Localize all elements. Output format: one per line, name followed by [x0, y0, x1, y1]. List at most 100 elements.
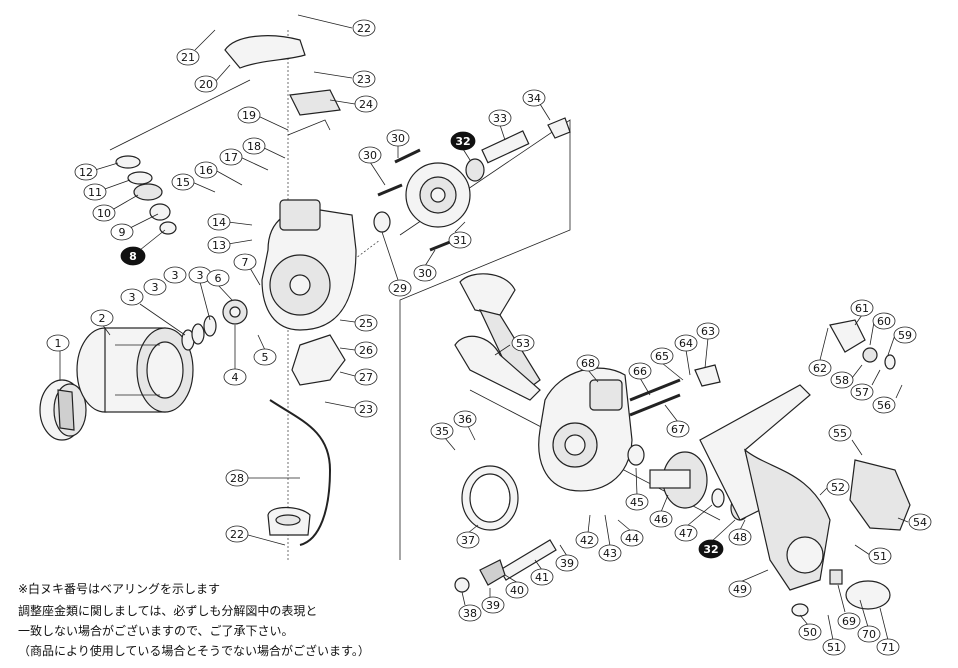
- callout-num: 5: [262, 351, 269, 364]
- callout-label: 64: [674, 334, 698, 376]
- callout-label: 60: [869, 312, 896, 346]
- callout-num: 24: [359, 98, 373, 111]
- callout-num: 50: [803, 626, 817, 639]
- callout-label: 23: [313, 70, 376, 88]
- callout-num: 32: [455, 135, 470, 148]
- callout-label: 10: [92, 194, 139, 222]
- callout-num: 25: [359, 317, 373, 330]
- bail-wire-part: [267, 399, 332, 546]
- callout-label: 30: [358, 146, 386, 186]
- callout-label: 22: [225, 525, 286, 546]
- callout-label: 52: [819, 478, 850, 496]
- callout-num: 18: [247, 140, 261, 153]
- callout-num: 3: [129, 291, 136, 304]
- callout-num: 68: [581, 357, 595, 370]
- callout-label: 59: [887, 326, 917, 356]
- callout-num: 60: [877, 315, 891, 328]
- callout-num: 26: [359, 344, 373, 357]
- callout-num: 35: [435, 425, 449, 438]
- callout-num: 51: [827, 641, 841, 654]
- callout-label: 44: [617, 519, 644, 547]
- assembly-guide-lines: [109, 30, 721, 560]
- callout-num: 14: [212, 216, 226, 229]
- callout-num: 20: [199, 78, 213, 91]
- callout-label: 21: [176, 29, 216, 66]
- callout-num: 16: [199, 164, 213, 177]
- callouts: 1 2 3 3 3 3 4 5 6 7 8 9 10 11 12 13 14 1…: [46, 14, 932, 656]
- callout-num: 65: [655, 350, 669, 363]
- callout-num: 31: [453, 234, 467, 247]
- callout-num: 62: [813, 362, 827, 375]
- callout-label: 1: [46, 334, 70, 380]
- callout-label: 65: [650, 347, 684, 381]
- callout-num: 49: [733, 583, 747, 596]
- callout-label: 36: [453, 410, 477, 441]
- callout-num: 64: [679, 337, 693, 350]
- callout-label: 53: [494, 334, 535, 356]
- callout-num: 22: [357, 22, 371, 35]
- callout-label: 45: [625, 467, 649, 511]
- callout-label: 5: [253, 334, 277, 366]
- callout-label: 47: [674, 504, 713, 542]
- callout-num: 34: [527, 92, 541, 105]
- callout-label: 32: [450, 131, 476, 161]
- callout-num: 43: [603, 547, 617, 560]
- reel-body-part: [538, 367, 633, 492]
- callout-label: 26: [339, 341, 378, 359]
- stack-parts: [115, 155, 177, 235]
- callout-num: 40: [510, 584, 524, 597]
- callout-num: 7: [242, 256, 249, 269]
- callout-label: 25: [339, 314, 378, 332]
- callout-label: 6: [206, 269, 233, 301]
- callout-label: 46: [649, 494, 673, 528]
- callout-num: 29: [393, 282, 407, 295]
- callout-num: 32: [703, 543, 718, 556]
- bail-arm-part: [224, 35, 341, 136]
- callout-label: 4: [223, 325, 247, 386]
- callout-label: 57: [850, 369, 881, 401]
- callout-label: 39: [481, 588, 505, 614]
- callout-label: 3: [143, 278, 167, 296]
- callout-num: 30: [391, 132, 405, 145]
- callout-label: 11: [83, 179, 131, 201]
- callout-label: 40: [504, 574, 529, 599]
- callout-label: 32: [698, 519, 736, 559]
- callout-label: 51: [822, 614, 846, 656]
- callout-label: 55: [828, 424, 863, 456]
- callout-num: 23: [359, 403, 373, 416]
- callout-num: 12: [79, 166, 93, 179]
- callout-num: 59: [898, 329, 912, 342]
- callout-num: 23: [357, 73, 371, 86]
- callout-num: 39: [486, 599, 500, 612]
- callout-label: 30: [386, 129, 410, 158]
- callout-num: 3: [197, 269, 204, 282]
- callout-label: 22: [297, 14, 376, 37]
- callout-label: 68: [576, 354, 600, 383]
- callout-num: 19: [242, 109, 256, 122]
- gear-part: [222, 299, 248, 325]
- callout-label: 8: [120, 229, 166, 266]
- oscillating-parts: [454, 378, 681, 593]
- callout-num: 10: [97, 207, 111, 220]
- callout-label: 39: [555, 544, 579, 572]
- callout-label: 3: [163, 266, 187, 284]
- bearing-note: ※白ヌキ番号はベアリングを示します: [18, 582, 221, 596]
- callout-num: 11: [88, 186, 102, 199]
- callout-label: 18: [242, 137, 286, 159]
- body-cover-part: [373, 162, 471, 233]
- callout-label: 37: [456, 524, 480, 549]
- callout-label: 48: [728, 519, 752, 546]
- handle-part: [454, 273, 541, 401]
- callout-label: 28: [225, 469, 300, 487]
- callout-num: 1: [55, 337, 62, 350]
- callout-num: 28: [230, 472, 244, 485]
- callout-label: 61: [850, 299, 874, 326]
- callout-label: 43: [598, 514, 622, 562]
- callout-label: 13: [207, 236, 253, 254]
- callout-label: 70: [857, 599, 881, 643]
- rotor-part: [261, 199, 357, 331]
- callout-label: 3: [120, 288, 186, 336]
- callout-label: 54: [897, 513, 932, 531]
- callout-num: 45: [630, 496, 644, 509]
- callout-label: 7: [233, 253, 261, 286]
